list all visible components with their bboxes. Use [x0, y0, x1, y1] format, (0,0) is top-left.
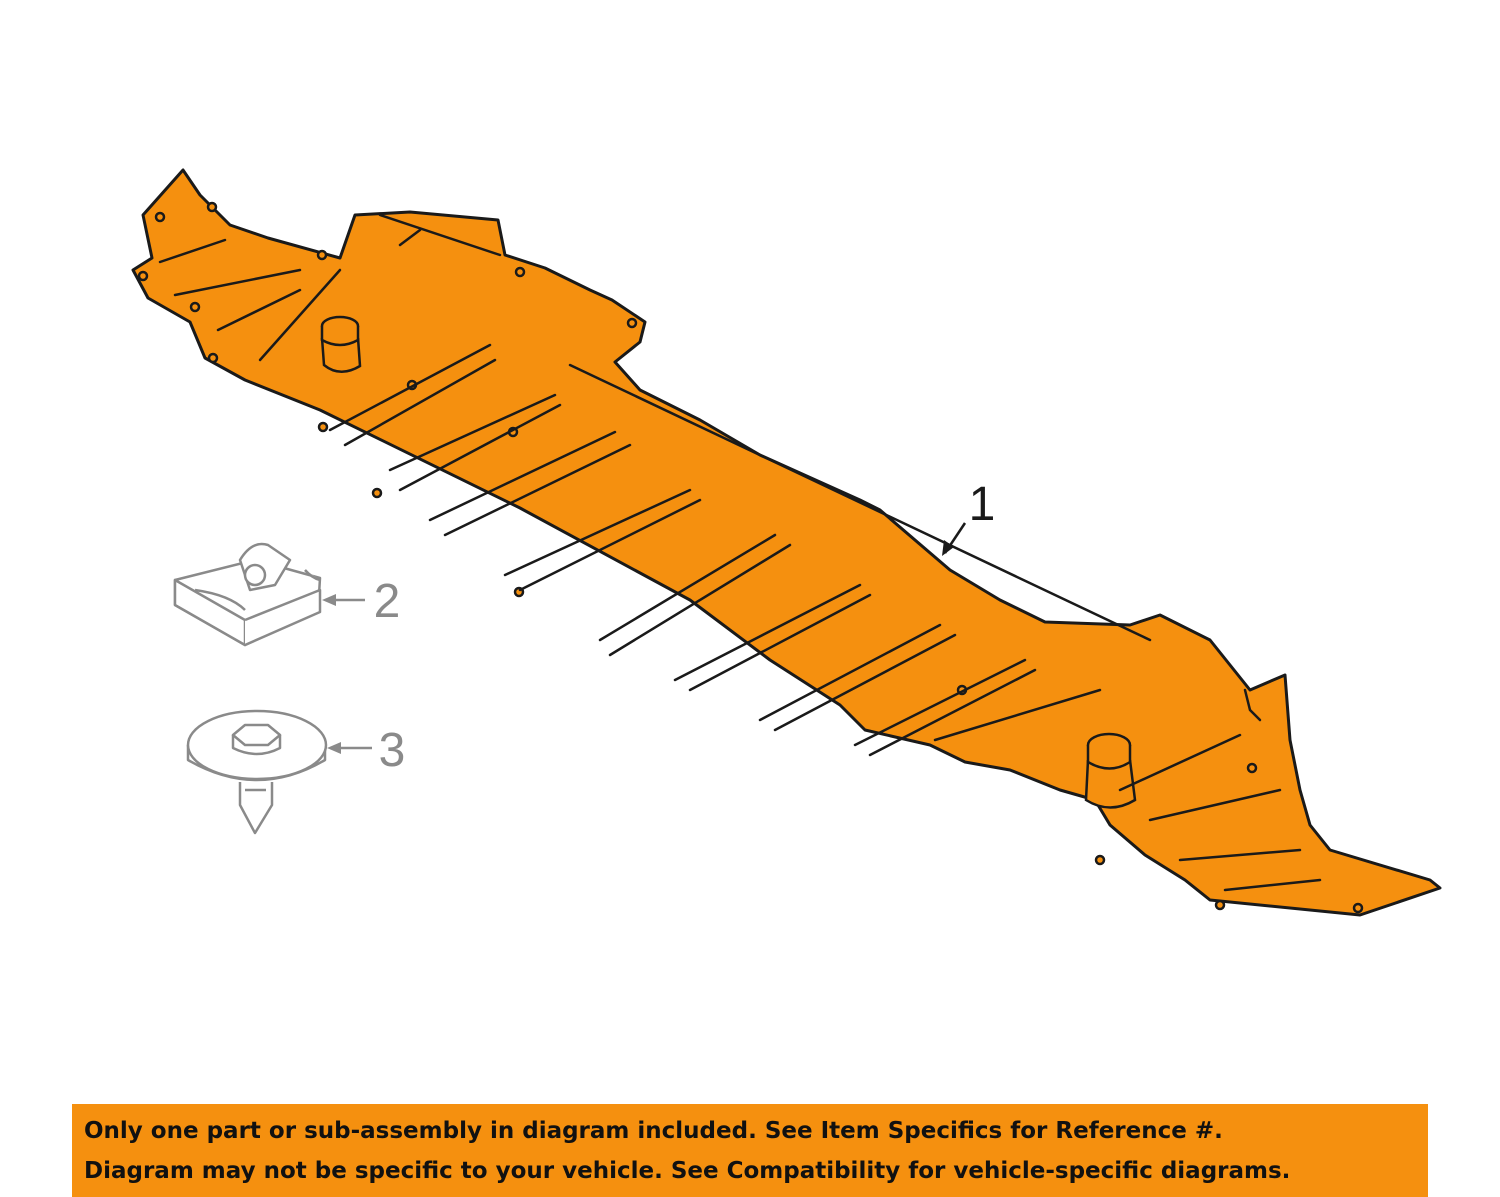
shield-ribs	[158, 213, 1322, 892]
splash-shield-body	[131, 168, 1442, 917]
mounting-boss-left	[320, 315, 362, 373]
callout-3: 3	[327, 724, 405, 777]
callout-2: 2	[322, 575, 400, 628]
callout-1: 1	[942, 478, 995, 556]
mounting-boss-right	[1084, 732, 1137, 809]
disclaimer-line-2: Diagram may not be specific to your vehi…	[84, 1157, 1291, 1184]
disclaimer-banner: Only one part or sub-assembly in diagram…	[72, 1104, 1428, 1197]
push-pin-part[interactable]	[186, 709, 328, 835]
callout-label-3: 3	[379, 724, 406, 777]
splash-shield-part[interactable]	[131, 168, 1442, 917]
disclaimer-line-1: Only one part or sub-assembly in diagram…	[84, 1117, 1223, 1144]
clip-nut-part[interactable]	[173, 542, 322, 647]
callout-label-2: 2	[374, 575, 401, 628]
parts-diagram: 1 2 3	[131, 168, 1442, 917]
callout-label-1: 1	[969, 478, 996, 531]
